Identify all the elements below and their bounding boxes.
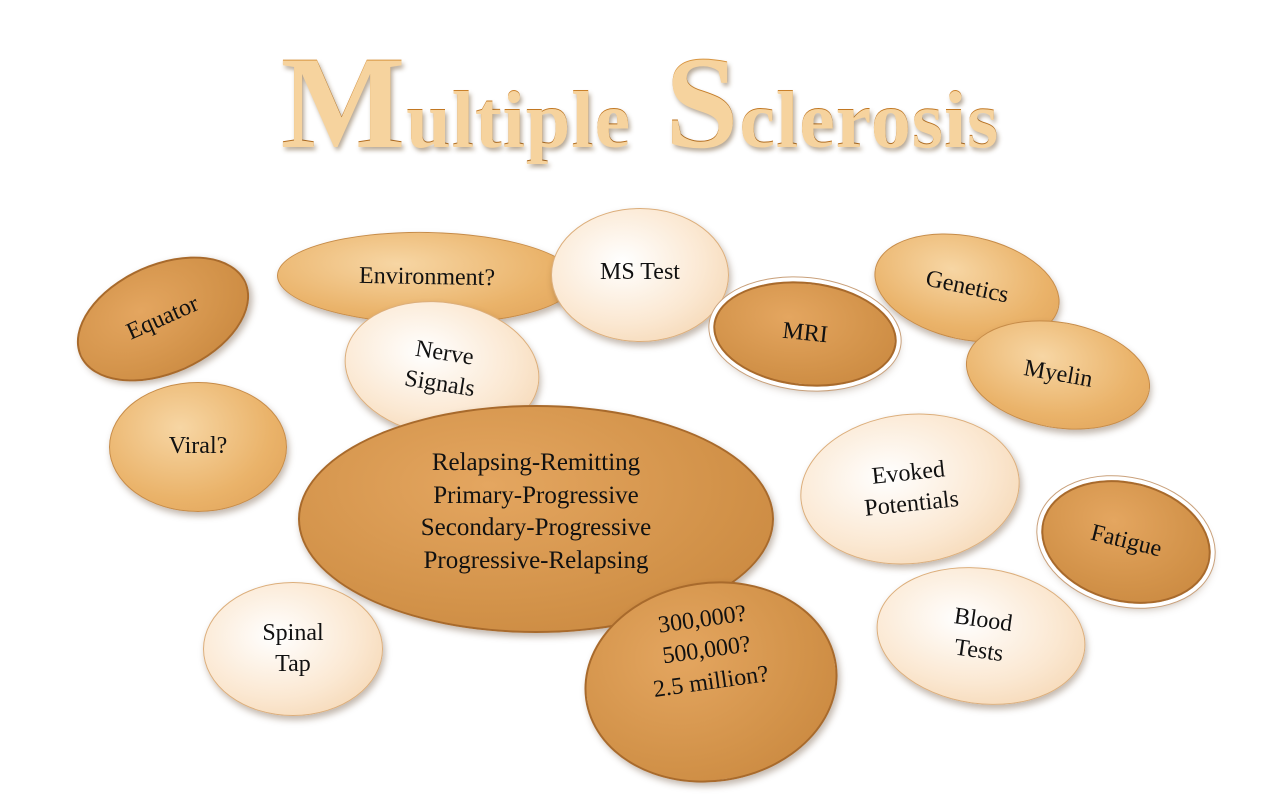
- node-evoked-potentials: Evoked Potentials: [792, 402, 1028, 576]
- node-prevalence-label: 300,000? 500,000? 2.5 million?: [651, 600, 771, 703]
- title-ultiple: ultiple: [406, 76, 632, 164]
- node-ms-types-label: Relapsing-Remitting Primary-Progressive …: [420, 449, 652, 574]
- node-equator-label: Equator: [122, 291, 203, 346]
- node-blood-tests: Blood Tests: [867, 554, 1095, 718]
- title-s: S: [665, 28, 740, 175]
- node-mri: MRI: [708, 272, 902, 396]
- node-nerve-signals-label: Nerve Signals: [402, 335, 477, 403]
- node-genetics-label: Genetics: [923, 265, 1011, 309]
- node-spinal-tap: Spinal Tap: [203, 582, 383, 716]
- node-spinal-tap-label: Spinal Tap: [262, 619, 324, 677]
- node-ms-types: Relapsing-Remitting Primary-Progressive …: [298, 405, 774, 633]
- node-viral: Viral?: [109, 382, 287, 512]
- node-ms-test-label: MS Test: [600, 259, 680, 286]
- node-mri-label: MRI: [781, 318, 829, 349]
- node-fatigue-label: Fatigue: [1088, 520, 1165, 563]
- node-viral-label: Viral?: [168, 433, 228, 460]
- node-myelin-label: Myelin: [1021, 355, 1095, 394]
- node-evoked-potentials-label: Evoked Potentials: [863, 456, 960, 522]
- node-equator: Equator: [57, 231, 269, 407]
- title-m: M: [280, 28, 407, 175]
- node-ms-test: MS Test: [551, 208, 729, 342]
- node-blood-tests-label: Blood Tests: [952, 603, 1015, 668]
- node-environment-label: Environment?: [358, 263, 496, 292]
- title-clerosis: clerosis: [739, 76, 1000, 164]
